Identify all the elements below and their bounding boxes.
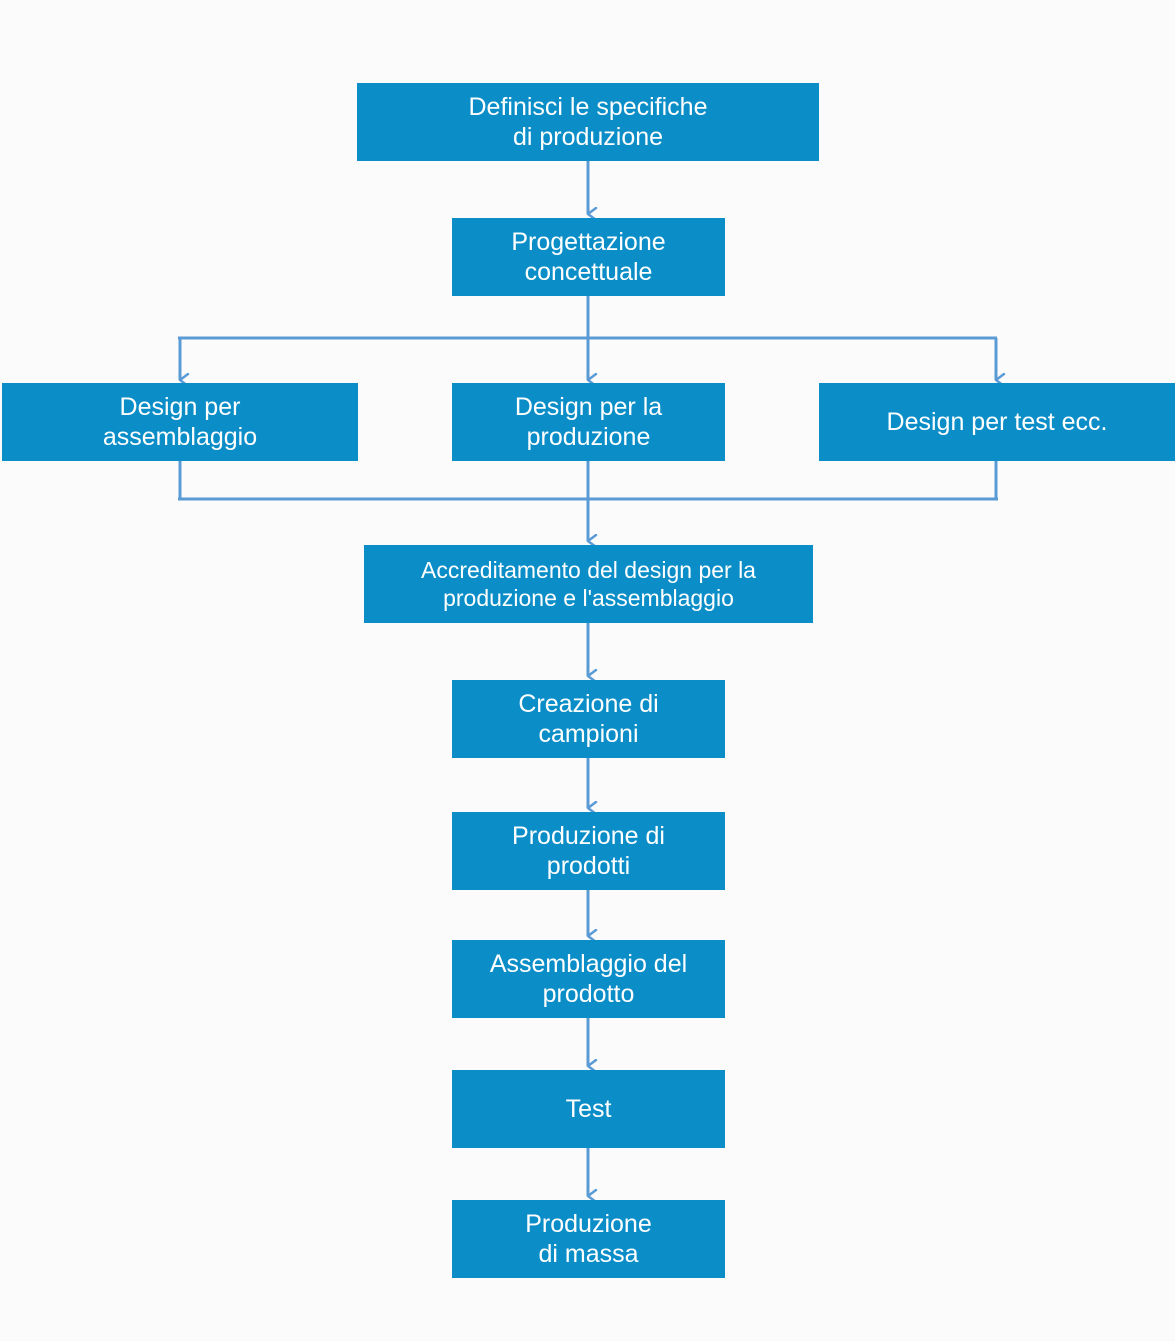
node-specs: Definisci le specifiche di produzione bbox=[357, 83, 819, 161]
node-design-assembly: Design per assemblaggio bbox=[2, 383, 358, 461]
node-mass-production: Produzione di massa bbox=[452, 1200, 725, 1278]
node-product-assembly: Assemblaggio del prodotto bbox=[452, 940, 725, 1018]
node-concept: Progettazione concettuale bbox=[452, 218, 725, 296]
node-samples: Creazione di campioni bbox=[452, 680, 725, 758]
node-design-production: Design per la produzione bbox=[452, 383, 725, 461]
node-test: Test bbox=[452, 1070, 725, 1148]
node-product-production: Produzione di prodotti bbox=[452, 812, 725, 890]
node-design-test: Design per test ecc. bbox=[819, 383, 1175, 461]
node-accreditation: Accreditamento del design per la produzi… bbox=[364, 545, 813, 623]
